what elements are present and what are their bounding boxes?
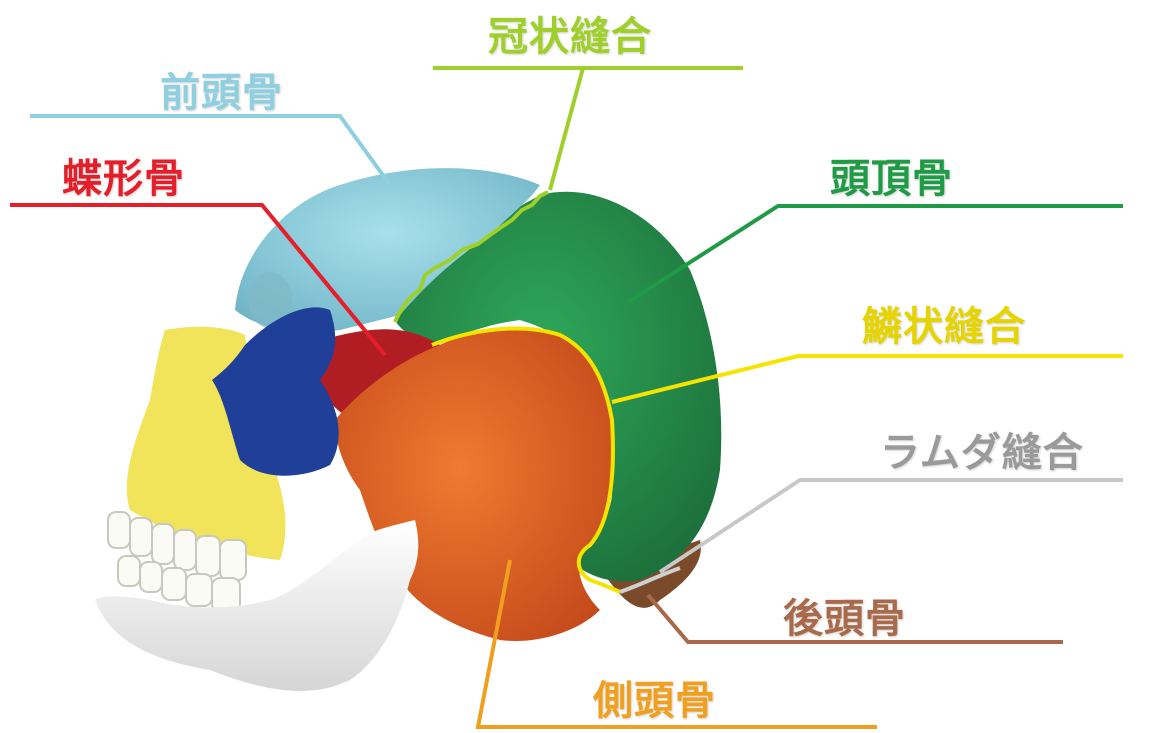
temporal-bone-label: 側頭骨: [592, 677, 716, 725]
mandible: [95, 520, 419, 691]
sphenoid-bone-label: 蝶形骨: [61, 155, 185, 203]
coronal-suture-label: 冠状縫合: [487, 13, 652, 61]
zygomatic-bone: [212, 307, 339, 476]
frontal-bone-label: 前頭骨: [159, 69, 283, 117]
temporal-bone-leader: [475, 559, 877, 729]
parietal-bone: [395, 191, 722, 582]
coronal-suture-line: [393, 190, 549, 323]
squamosal-suture-leader: [611, 354, 1123, 404]
frontal-bone: [235, 168, 540, 332]
lambdoid-suture-leader: [658, 478, 1123, 574]
orbit-socket: [248, 272, 292, 328]
parietal-bone-label: 頭頂骨: [829, 155, 953, 203]
sphenoid-bone-leader: [10, 203, 387, 357]
teeth: [107, 511, 247, 613]
squamosal-suture-line: [431, 326, 621, 594]
sphenoid-bone: [316, 329, 440, 421]
frontal-bone-leader: [30, 114, 392, 187]
coronal-suture-leader-diag: [548, 67, 585, 191]
lambdoid-suture-label: ラムダ縫合: [879, 429, 1084, 477]
occipital-bone-leader: [646, 593, 1063, 644]
occipital-bone-label: 後頭骨: [782, 595, 906, 643]
parietal-bone-leader: [626, 204, 1123, 304]
squamosal-suture-label: 鱗状縫合: [861, 303, 1026, 351]
lambdoid-suture-line: [619, 566, 681, 594]
